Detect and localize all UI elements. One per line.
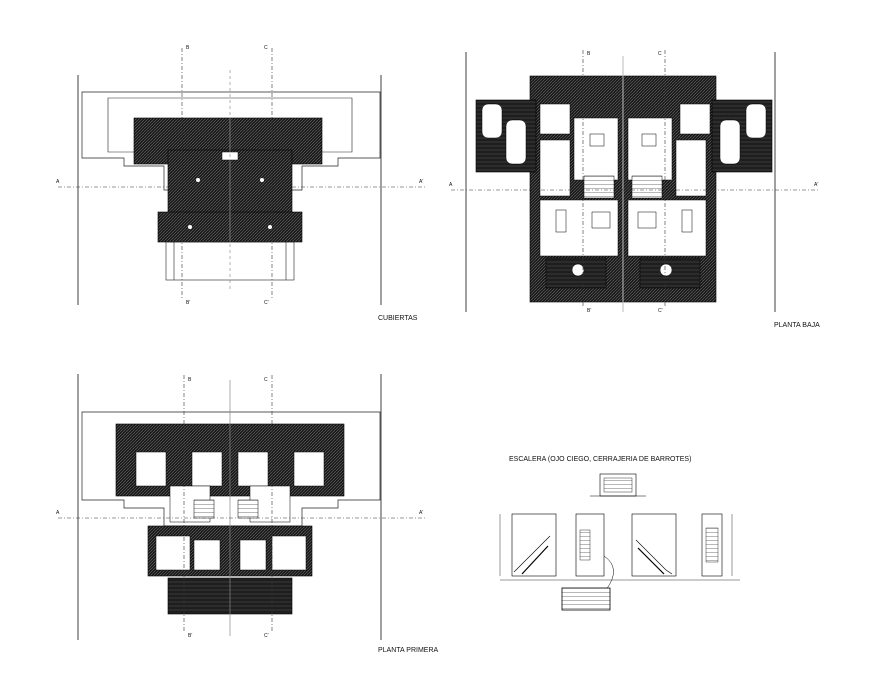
stair-title: ESCALERA (OJO CIEGO, CERRAJERIA DE BARRO… [509, 456, 691, 463]
stair-details [499, 473, 740, 611]
section-marks-first: A A' B C B' C' [56, 377, 423, 639]
section-mark-b-prime: B' [587, 308, 591, 314]
section-mark-b-prime: B' [188, 633, 192, 639]
section-mark-c-prime: C' [658, 308, 663, 314]
ground-floor-label: PLANTA BAJA [774, 322, 820, 329]
section-mark-b: B [587, 51, 591, 57]
section-mark-c-prime: C' [264, 633, 269, 639]
first-floor-label: PLANTA PRIMERA [378, 647, 438, 654]
section-mark-a-prime: A' [814, 182, 818, 188]
section-mark-a-prime: A' [419, 179, 423, 185]
first-floor-plan [58, 374, 425, 640]
section-mark-a: A [449, 182, 453, 188]
section-mark-a-prime: A' [419, 510, 423, 516]
section-marks-ground: A A' B C B' C' [449, 51, 818, 314]
section-mark-c: C [264, 45, 268, 51]
roof-plan-label: CUBIERTAS [378, 315, 418, 322]
section-mark-c: C [658, 51, 662, 57]
section-mark-a: A [56, 510, 60, 516]
section-mark-a: A [56, 179, 60, 185]
section-mark-b-prime: B' [186, 300, 190, 306]
section-marks-roof: A A' B C B' C' [56, 45, 423, 306]
roof-plan [58, 48, 425, 305]
ground-floor-plan [451, 50, 820, 312]
section-mark-c: C [264, 377, 268, 383]
section-mark-b: B [186, 45, 190, 51]
section-mark-b: B [188, 377, 192, 383]
section-mark-c-prime: C' [264, 300, 269, 306]
